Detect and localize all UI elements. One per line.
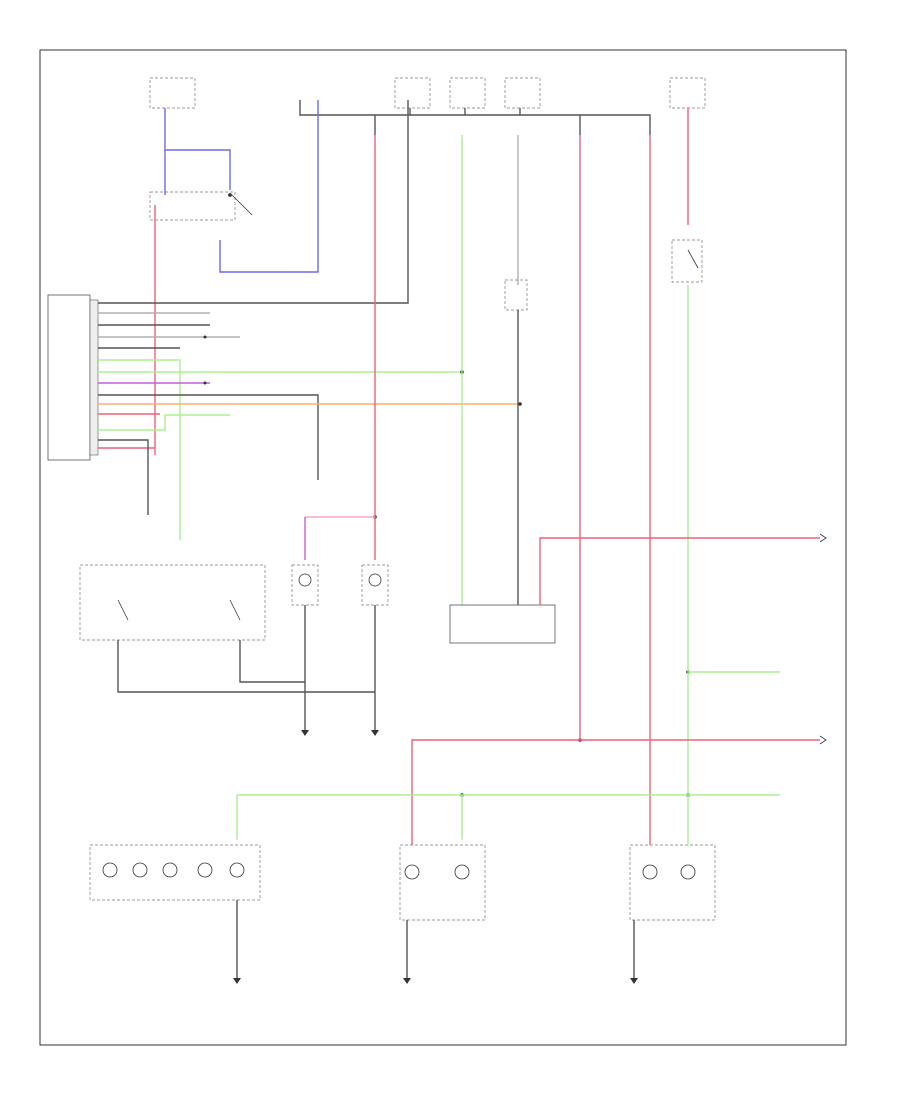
control-module-body: [47, 294, 91, 461]
module-wire-black-long: [98, 394, 319, 420]
edge-connectors: [819, 533, 827, 745]
bottom-left-assembly: [89, 844, 261, 901]
bottom-right-box: [629, 844, 716, 921]
door-switch: [149, 191, 253, 221]
fuse-left: [149, 77, 196, 109]
right-switch: [671, 239, 703, 283]
blue-wire-top: [164, 108, 231, 190]
switch-wire-left: [117, 640, 305, 693]
red-wire-bus-lower: [411, 739, 820, 820]
fuse-block-top: [149, 77, 706, 109]
fuse-hot-right: [669, 77, 706, 109]
blue-wire-bottom: [219, 100, 319, 273]
combination-switch-box: [79, 564, 266, 641]
diagram-border: [39, 49, 847, 1046]
module-wire-green-1: [98, 359, 181, 540]
door-switch-box: [149, 191, 236, 221]
center-relay: [504, 279, 528, 311]
center-relay-box: [504, 279, 528, 311]
module-wire-1: [98, 100, 409, 304]
lamp-right: [361, 564, 389, 606]
fuse-hot-run-3: [504, 77, 541, 109]
lamp-left-box: [291, 564, 319, 606]
combination-switch: [79, 564, 266, 641]
bottom-right-assembly: [629, 844, 716, 921]
hot-bus-wire: [299, 100, 651, 135]
bottom-left-box: [89, 844, 261, 901]
bottom-center-assembly: [399, 844, 486, 921]
bottom-center-box: [399, 844, 486, 921]
control-module: [47, 294, 99, 461]
module-wire-black-low: [98, 439, 149, 515]
green-wire-bus-lower: [236, 794, 780, 840]
module-wire-green-3: [98, 414, 230, 431]
control-module-pins: [89, 299, 99, 456]
red-wire-module-feed: [539, 537, 820, 605]
fuse-hot-run-1: [394, 77, 431, 109]
lamp-left: [291, 564, 319, 606]
switch-wire-right: [239, 640, 305, 683]
center-module: [449, 604, 556, 644]
fuse-hot-run-2: [449, 77, 486, 109]
hot-bus-branch: [374, 108, 581, 135]
right-switch-box: [671, 239, 703, 283]
ground-symbols: [233, 730, 638, 984]
lamp-right-box: [361, 564, 389, 606]
